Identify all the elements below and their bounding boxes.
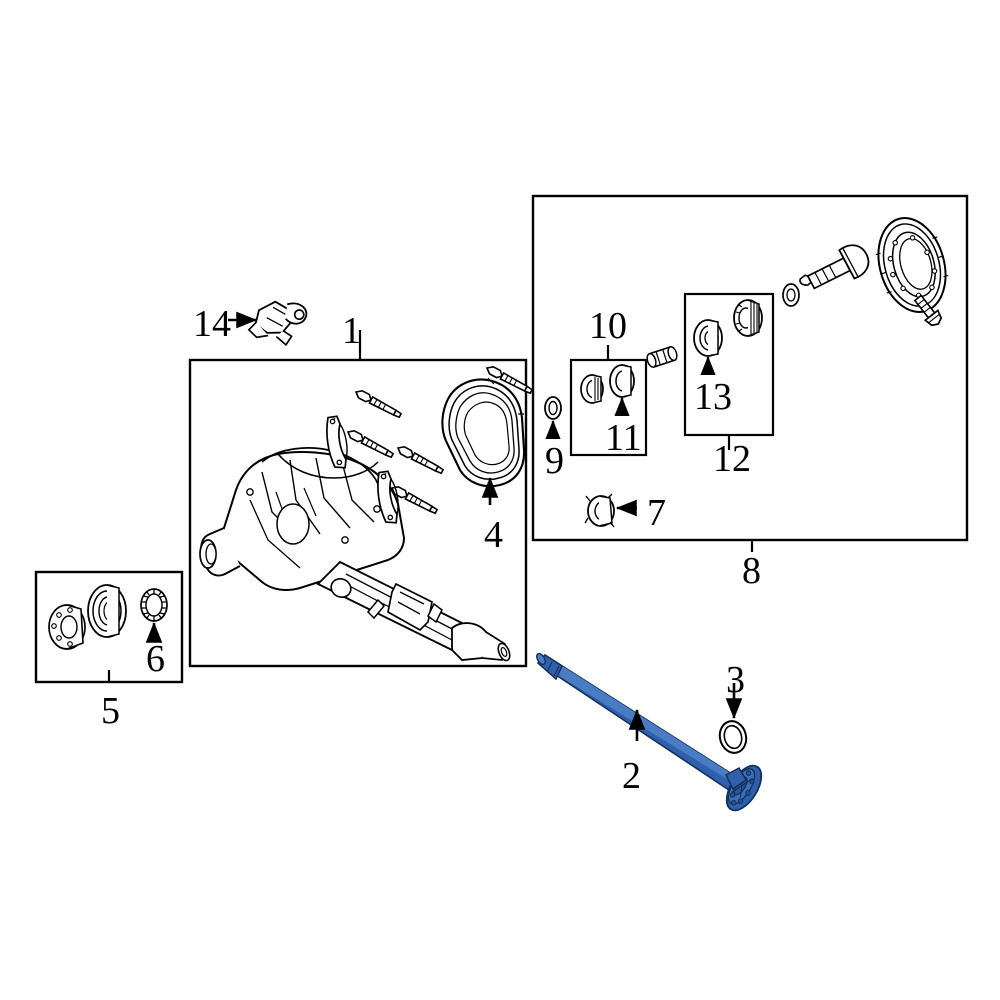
inner-pinion-bearing-race bbox=[693, 319, 723, 357]
callout-label-5: 5 bbox=[101, 690, 120, 732]
callout-label-4: 4 bbox=[484, 514, 503, 556]
pinion-nut bbox=[584, 493, 615, 528]
inner-pinion-bearing-cone bbox=[733, 299, 763, 337]
callout-label-10: 10 bbox=[589, 305, 627, 347]
axle-bearing bbox=[140, 588, 168, 622]
callout-label-6: 6 bbox=[146, 638, 165, 680]
callout-label-2: 2 bbox=[622, 755, 641, 797]
ring-gear bbox=[875, 217, 949, 313]
callout-label-9: 9 bbox=[545, 440, 564, 482]
ring-gear-bolt bbox=[913, 294, 943, 327]
differential-bearing-kit bbox=[48, 584, 168, 650]
callout-label-7: 7 bbox=[647, 492, 666, 534]
axle-housing-assembly bbox=[199, 447, 511, 662]
outer-pinion-bearing-race bbox=[609, 364, 635, 398]
pinion-seal-washer bbox=[782, 283, 800, 307]
callout-label-3: 3 bbox=[726, 659, 745, 701]
drive-pinion-gear bbox=[799, 244, 870, 290]
differential-cover-gasket bbox=[441, 377, 526, 488]
callout-label-1: 1 bbox=[342, 310, 361, 352]
inner-pinion-bearing-kit bbox=[693, 299, 763, 357]
callout-label-11: 11 bbox=[605, 417, 642, 459]
vent-bracket bbox=[247, 300, 308, 347]
callout-label-13: 13 bbox=[694, 376, 732, 418]
pinion-shim bbox=[544, 396, 562, 420]
callout-label-14: 14 bbox=[193, 303, 231, 345]
callout-label-12: 12 bbox=[713, 438, 751, 480]
outer-pinion-bearing-kit bbox=[580, 364, 635, 404]
collapsible-spacer bbox=[646, 345, 678, 369]
axle-shaft-o-ring bbox=[718, 720, 748, 754]
callout-label-8: 8 bbox=[742, 550, 761, 592]
